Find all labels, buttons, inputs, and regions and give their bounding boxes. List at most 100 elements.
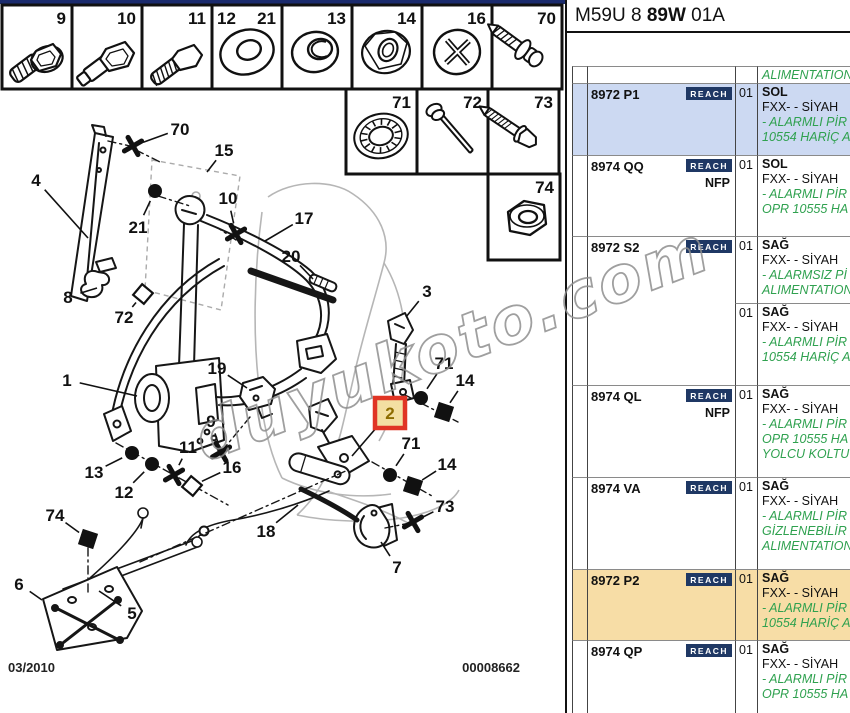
description-line: ALIMENTATION	[762, 68, 850, 82]
callout-5: 5	[98, 590, 137, 623]
title-variant: 01A	[685, 4, 725, 26]
fastener-cell-label: 73	[534, 93, 553, 112]
description-line: SAĞ	[762, 642, 790, 656]
description-line: SAĞ	[762, 387, 790, 401]
description-line: - ALARMSIZ Pİ	[762, 268, 847, 282]
callout-number: 3	[422, 282, 431, 301]
12-fastener-icon	[219, 28, 275, 76]
callout-number: 4	[31, 171, 41, 190]
callout-11: 11	[162, 438, 197, 487]
description-line: OPR 10555 HA	[762, 432, 849, 446]
quantity-cell: 01	[735, 155, 757, 236]
callout-labels: 4701521101720872119391113121671147114737…	[14, 120, 475, 623]
callout-number: 71	[435, 354, 454, 373]
callout-4: 4	[31, 171, 89, 239]
description-line: FXX- - SİYAH	[762, 100, 839, 114]
row-margin-cell	[572, 303, 587, 385]
callout-number: 7	[392, 558, 401, 577]
callout-number: 9	[206, 412, 215, 431]
anchor-bracket	[353, 503, 398, 549]
quantity-cell: 01	[735, 385, 757, 477]
callout-number: 73	[436, 497, 455, 516]
reach-badge[interactable]: REACH	[686, 389, 732, 402]
reach-badge[interactable]: REACH	[686, 644, 732, 657]
fastener-cell-11: 11	[140, 3, 214, 91]
height-adjuster	[70, 124, 114, 302]
diamond-marker	[131, 282, 155, 306]
callout-17: 17	[264, 209, 313, 242]
reach-badge[interactable]: REACH	[686, 573, 732, 586]
callout-70: 70	[121, 120, 190, 158]
part-reference: 8972 P1	[591, 87, 640, 102]
guide-pin	[308, 273, 338, 293]
9-fastener-icon	[9, 42, 64, 83]
part-reference-cell	[587, 303, 735, 385]
diagram-number: 00008662	[462, 660, 520, 675]
callout-15: 15	[206, 141, 233, 173]
callout-number: 71	[402, 434, 421, 453]
description-line: - ALARMLI PİR	[762, 509, 847, 523]
13-fastener-icon	[290, 30, 340, 74]
quantity-cell	[735, 66, 757, 83]
callout-21: 21	[129, 184, 162, 237]
71-fastener-icon	[353, 112, 409, 160]
row-margin-cell	[572, 66, 587, 83]
reach-badge[interactable]: REACH	[686, 481, 732, 494]
11-fastener-icon	[150, 43, 204, 87]
dot-marker	[148, 184, 162, 198]
fastener-cell-9: 9	[0, 3, 74, 91]
description-line: FXX- - SİYAH	[762, 253, 839, 267]
highlighted-callout-2[interactable]: 2	[351, 395, 408, 457]
fastener-cell-label: 9	[57, 9, 66, 28]
fastener-cell-74: 74	[486, 172, 562, 262]
callout-number: 72	[115, 308, 134, 327]
callout-8: 8	[63, 287, 98, 307]
70-fastener-icon	[487, 23, 544, 68]
belt-strap	[178, 223, 199, 367]
shoulder-belt	[200, 214, 338, 407]
reach-badge[interactable]: REACH	[686, 240, 732, 253]
reach-badge[interactable]: REACH	[686, 87, 732, 100]
callout-3: 3	[405, 282, 432, 318]
callout-74: 74	[46, 506, 99, 550]
part-row-continuation[interactable]: ALIMENTATION	[572, 66, 850, 83]
reach-badge[interactable]: REACH	[686, 159, 732, 172]
16-fastener-icon	[432, 28, 482, 76]
callout-number: 74	[46, 506, 65, 525]
dot-marker	[383, 468, 397, 482]
part-reference: 8972 S2	[591, 240, 640, 255]
fastener-cell-label: 10	[117, 9, 136, 28]
fastener-cell-16: 16	[420, 3, 494, 91]
description-line: SAĞ	[762, 571, 790, 585]
description-line: SOL	[762, 85, 788, 99]
description-line: 10554 HARİÇ A	[762, 616, 850, 630]
callout-71: 71	[383, 434, 420, 482]
description-line: SOL	[762, 157, 788, 171]
red-highlight-frame[interactable]	[372, 395, 408, 431]
74-fastener-icon	[506, 199, 548, 237]
fastener-cell-10: 10	[70, 3, 144, 91]
part-reference: 8974 QL	[591, 389, 642, 404]
x-marker	[162, 463, 186, 487]
fastener-cell-71: 71	[344, 87, 419, 176]
description-line: - ALARMLI PİR	[762, 115, 847, 129]
fastener-cell-73: 73	[478, 87, 561, 176]
quantity-cell: 01	[735, 640, 757, 713]
callout-20: 20	[282, 247, 314, 280]
description-line: FXX- - SİYAH	[762, 657, 839, 671]
cable	[185, 486, 360, 546]
callout-number: 70	[171, 120, 190, 139]
